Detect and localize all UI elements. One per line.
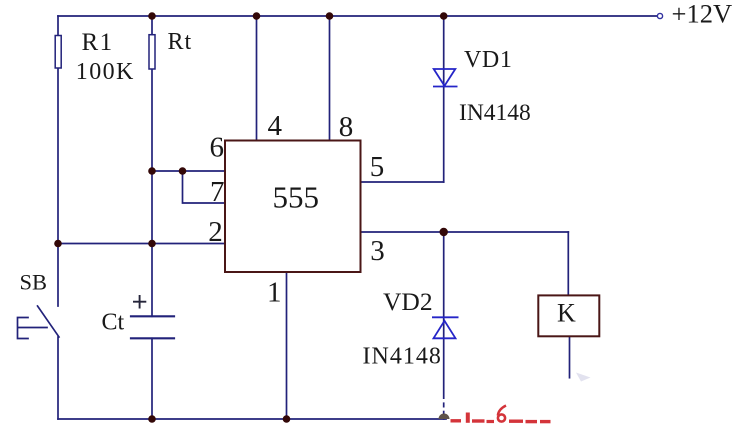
svg-text:6: 6 — [210, 131, 225, 163]
svg-text:Rt: Rt — [168, 29, 193, 55]
svg-text:100K: 100K — [76, 59, 135, 85]
svg-text:3: 3 — [370, 235, 385, 267]
svg-text:4: 4 — [268, 110, 283, 142]
svg-text:SB: SB — [20, 270, 48, 295]
svg-text:1: 1 — [267, 277, 282, 309]
svg-text:555: 555 — [273, 180, 320, 215]
svg-text:+12V: +12V — [672, 0, 733, 28]
svg-text:K: K — [557, 298, 576, 327]
svg-text:8: 8 — [339, 111, 354, 143]
svg-text:Ct: Ct — [102, 310, 125, 336]
svg-text:VD1: VD1 — [464, 47, 512, 73]
svg-text:IN4148: IN4148 — [363, 344, 442, 370]
svg-text:7: 7 — [210, 176, 225, 208]
svg-text:2: 2 — [208, 216, 223, 248]
svg-text:5: 5 — [370, 151, 385, 183]
svg-text:R1: R1 — [82, 29, 114, 56]
svg-text:IN4148: IN4148 — [459, 100, 531, 126]
svg-text:VD2: VD2 — [383, 287, 433, 316]
